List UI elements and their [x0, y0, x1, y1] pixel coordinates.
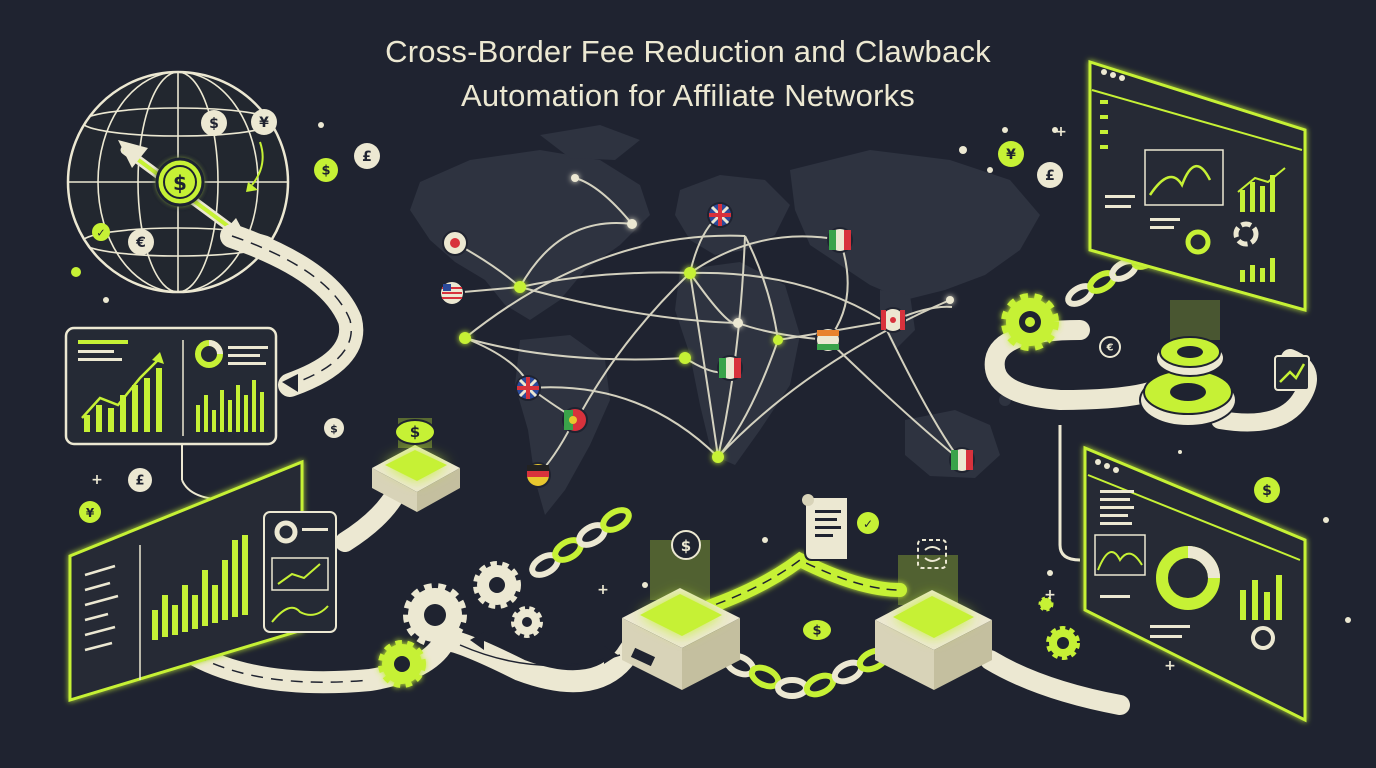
dollar-coin-globe-icon: $ — [155, 157, 205, 207]
gear-icon — [403, 583, 467, 647]
svg-text:€: € — [1106, 343, 1114, 354]
svg-text:+: + — [1164, 658, 1176, 674]
chain-link-bottom — [723, 647, 890, 699]
svg-text:$: $ — [330, 423, 338, 436]
north-america-landmass — [410, 150, 650, 320]
check-badge-icon: ✓ — [92, 223, 110, 241]
pound-coin-icon: £ — [1037, 162, 1063, 188]
flag-italy-icon — [717, 355, 743, 381]
svg-text:✓: ✓ — [96, 227, 105, 240]
flag-uk-icon — [707, 202, 733, 228]
flag-germany-icon — [525, 462, 551, 488]
title-line-2: Automation for Affiliate Networks — [460, 78, 915, 113]
svg-text:+: + — [1044, 587, 1056, 603]
svg-text:$: $ — [410, 423, 420, 441]
svg-text:€: € — [135, 235, 146, 251]
dollar-coin-pedestal-icon: $ — [671, 530, 701, 560]
gear-icon — [1046, 626, 1080, 660]
svg-text:£: £ — [135, 474, 144, 489]
pound-coin-icon: £ — [354, 143, 380, 169]
page-title: Cross-Border Fee Reduction and Clawback … — [0, 30, 1376, 118]
flag-usa-icon — [439, 280, 465, 306]
svg-text:$: $ — [812, 624, 821, 639]
yen-coin-icon: ¥ — [79, 501, 101, 523]
dollar-coin-small-icon: $ — [314, 158, 338, 182]
dashboard-panel-right-top — [1088, 59, 1307, 312]
sparkle-decorations — [71, 122, 1351, 623]
yen-coin-icon: ¥ — [251, 109, 277, 135]
svg-text:$: $ — [209, 116, 219, 132]
asia-landmass — [790, 150, 1040, 300]
dollar-coin-icon: $ — [1254, 477, 1280, 503]
document-scroll-icon — [802, 494, 849, 561]
svg-text:¥: ¥ — [1006, 147, 1016, 163]
svg-text:$: $ — [321, 164, 330, 179]
gear-icon — [1038, 596, 1054, 612]
mini-panel-left — [263, 511, 337, 633]
workflow-path-left — [220, 224, 364, 397]
pound-coin-icon: £ — [128, 468, 152, 492]
svg-text:$: $ — [1262, 483, 1272, 499]
flag-japan-icon — [442, 230, 468, 256]
dashboard-panel-right-bottom — [1083, 445, 1307, 723]
gear-icon — [378, 640, 426, 688]
gear-icon — [511, 606, 543, 638]
svg-text:£: £ — [1045, 168, 1055, 184]
workflow-path-center-left — [335, 485, 405, 552]
chain-link-center — [529, 507, 632, 578]
euro-coin-icon: € — [128, 229, 154, 255]
svg-text:£: £ — [362, 149, 372, 165]
world-map — [410, 125, 1040, 515]
svg-text:¥: ¥ — [86, 506, 95, 520]
svg-text:¥: ¥ — [259, 115, 269, 131]
sync-icon — [917, 539, 947, 569]
dollar-coin-small-icon: $ — [801, 618, 833, 642]
flag-italy-icon — [827, 227, 853, 253]
plus-sparkle-icon: + + + + + — [91, 124, 1176, 674]
yen-coin-icon: ¥ — [998, 141, 1024, 167]
flag-italy-icon — [949, 447, 975, 473]
svg-text:$: $ — [681, 537, 691, 555]
svg-text:+: + — [1055, 124, 1067, 140]
analytics-panel-left-top — [64, 326, 278, 446]
gear-icon — [1001, 293, 1059, 351]
dollar-coin-icon: $ — [201, 110, 227, 136]
australia-landmass — [905, 410, 1000, 478]
network-nodes — [459, 174, 954, 463]
workflow-path-center-right — [693, 551, 907, 617]
server-pedestal-center-left — [622, 540, 740, 690]
south-america-landmass — [515, 335, 610, 515]
flag-portugal-icon — [562, 407, 588, 433]
trend-chart-icon — [1274, 355, 1310, 391]
flag-india-icon — [815, 327, 841, 353]
greenland-landmass — [540, 125, 640, 160]
title-line-1: Cross-Border Fee Reduction and Clawback — [385, 34, 991, 69]
money-bag-icon: $ — [324, 418, 344, 438]
flag-canada-icon — [880, 307, 906, 333]
svg-text:✓: ✓ — [863, 517, 873, 531]
gear-stack-right — [1139, 300, 1237, 427]
currency-exchange-icon: € — [1099, 336, 1121, 358]
gear-icon — [473, 561, 521, 609]
flag-uk-icon — [515, 375, 541, 401]
svg-text:$: $ — [173, 171, 187, 195]
server-pedestal-center-right — [875, 555, 992, 690]
coin-pedestal-left: $ — [372, 418, 460, 512]
check-badge-icon: ✓ — [857, 512, 879, 534]
svg-text:+: + — [91, 472, 103, 488]
svg-text:+: + — [597, 582, 609, 598]
